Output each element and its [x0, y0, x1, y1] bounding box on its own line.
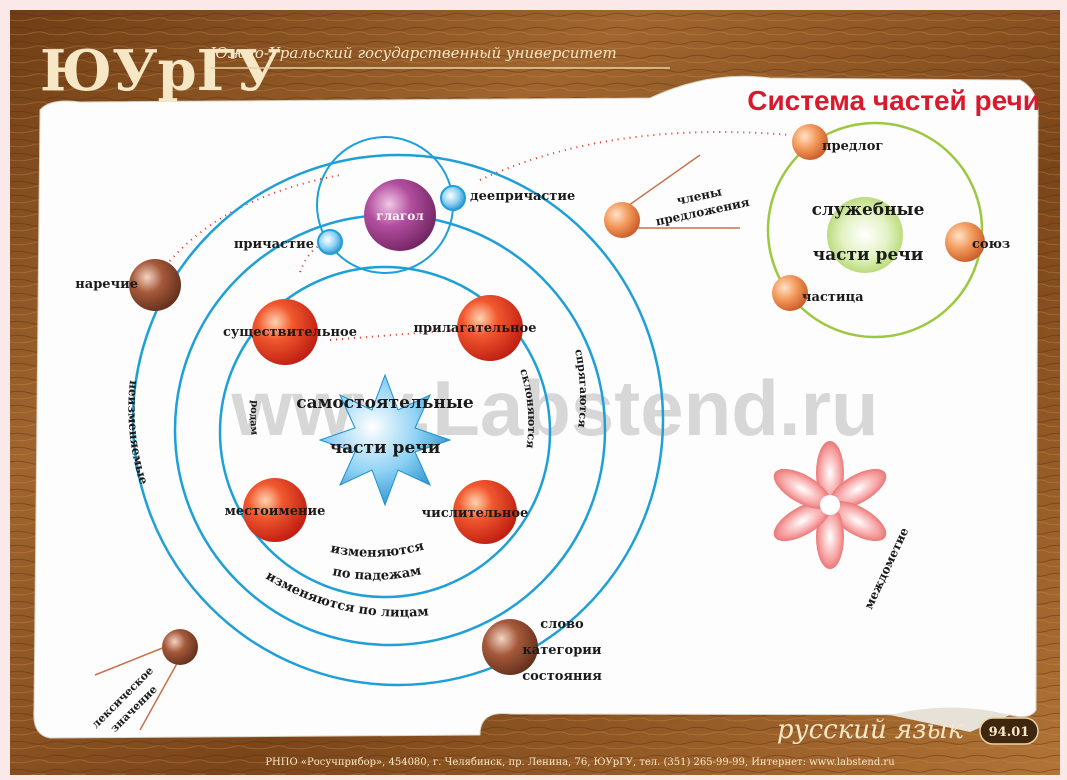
poster: ЮУрГУ Южно-Уральский государственный уни…: [10, 10, 1060, 775]
conjunction-label: союз: [972, 237, 1010, 252]
preposition-label: предлог: [822, 139, 883, 154]
center-label-line2: части речи: [330, 438, 441, 458]
prichastie-label: причастие: [234, 237, 314, 252]
verb-planet: [364, 179, 436, 251]
pronoun-planet: [243, 478, 307, 542]
pronoun-label: местоимение: [225, 504, 326, 519]
noun-label: существительное: [223, 325, 357, 340]
comet-tail-lexical-1: [94, 644, 171, 676]
verb-label: глагол: [376, 209, 424, 223]
state-category-line1: слово: [540, 617, 584, 632]
numeral-planet: [453, 480, 517, 544]
particle-planet: [772, 275, 808, 311]
center-star: [318, 373, 452, 507]
adjective-planet: [457, 295, 523, 361]
sentence-members-planet: [604, 202, 640, 238]
prichastie-planet: [317, 229, 343, 255]
adjective-label: прилагательное: [414, 321, 537, 336]
preposition-planet: [792, 124, 828, 160]
deeprichastie-planet: [440, 185, 466, 211]
orbit-service: [766, 121, 984, 339]
orbit-outer: [131, 153, 665, 687]
lexical-planet: [162, 629, 198, 665]
footer-subject: русский язык: [777, 715, 964, 745]
narechie-planet: [129, 259, 181, 311]
numeral-label: числительное: [422, 506, 529, 521]
deeprichastie-label: деепричастие: [470, 189, 575, 204]
center-label-line1: самостоятельные: [296, 393, 474, 413]
trajectory-narechie: [154, 174, 341, 281]
state-category-line2: категории: [522, 643, 602, 658]
trajectory-service: [479, 131, 791, 181]
narechie-label: наречие: [75, 277, 138, 292]
service-center: [827, 197, 903, 273]
label-padezh-2: по падежам: [331, 563, 422, 583]
label-rodam: родам: [248, 400, 260, 436]
service-center-line2: части речи: [813, 245, 924, 265]
university-name: Южно-Уральский государственный университ…: [209, 44, 617, 62]
footer-code-badge: [979, 717, 1039, 745]
service-center-line1: служебные: [812, 200, 925, 220]
state-category-planet: [482, 619, 538, 675]
state-category-line3: состояния: [522, 669, 602, 684]
footer-address: РНПО «Росучприбор», 454080, г. Челябинск…: [265, 757, 895, 768]
paper-curl: [890, 707, 1010, 732]
particle-label: частица: [802, 290, 864, 305]
footer-code: 94.01: [989, 725, 1030, 740]
noun-planet: [252, 299, 318, 365]
orbit-inner: [218, 265, 552, 599]
page-title: Система частей речи: [747, 85, 1040, 116]
interjection-flower: [773, 441, 887, 569]
logo: ЮУрГУ: [40, 38, 281, 104]
trajectory-prichastie: [299, 241, 331, 273]
comet-tail-lexical-2: [139, 657, 181, 731]
conjunction-planet: [945, 222, 985, 262]
